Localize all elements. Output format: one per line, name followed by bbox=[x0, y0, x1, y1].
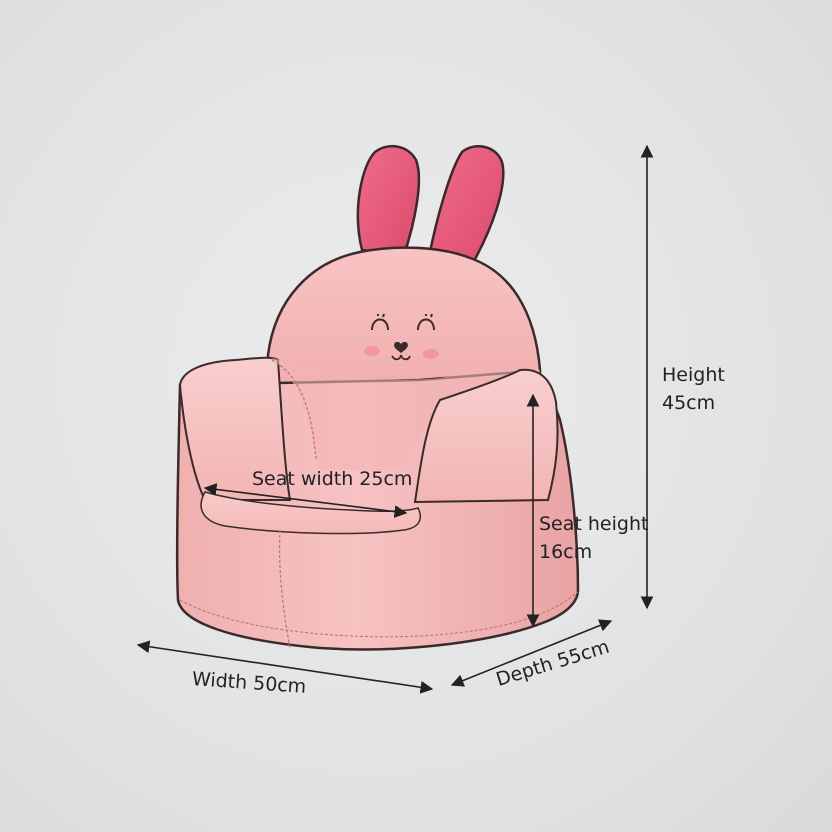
height-label: Height 45cm bbox=[662, 362, 725, 417]
right-armrest bbox=[413, 368, 559, 504]
bunny-face-icon bbox=[364, 313, 439, 361]
seat-height-label-value: 16cm bbox=[539, 540, 593, 563]
bunny-ears bbox=[356, 144, 505, 270]
dimension-lines bbox=[136, 144, 654, 694]
chair-backrest bbox=[266, 246, 542, 402]
seat-height-label: Seat height 16cm bbox=[539, 511, 648, 566]
left-armrest bbox=[178, 356, 292, 501]
depth-line bbox=[450, 619, 613, 687]
seat-width-label: Seat width 25cm bbox=[252, 468, 413, 490]
height-label-value: 45cm bbox=[662, 391, 716, 414]
seat-height-label-name: Seat height bbox=[539, 513, 649, 535]
left-ear bbox=[356, 144, 421, 257]
heart-nose-icon bbox=[394, 341, 408, 353]
width-line bbox=[136, 640, 434, 694]
height-label-name: Height bbox=[662, 364, 725, 386]
seat-width-line bbox=[203, 483, 408, 518]
right-ear bbox=[426, 145, 505, 270]
